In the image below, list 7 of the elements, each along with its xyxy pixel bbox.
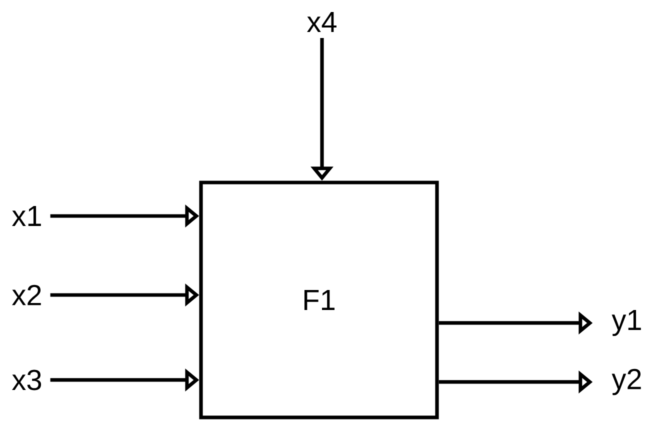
signal-label: x3 — [12, 370, 42, 390]
signal-label: x2 — [12, 284, 41, 306]
signal-label: y2 — [612, 368, 641, 396]
signal-label: x1 — [12, 206, 41, 226]
function-box: F1 — [199, 180, 439, 420]
signal-label: x4 — [307, 12, 336, 32]
signal-label: y1 — [612, 310, 641, 336]
